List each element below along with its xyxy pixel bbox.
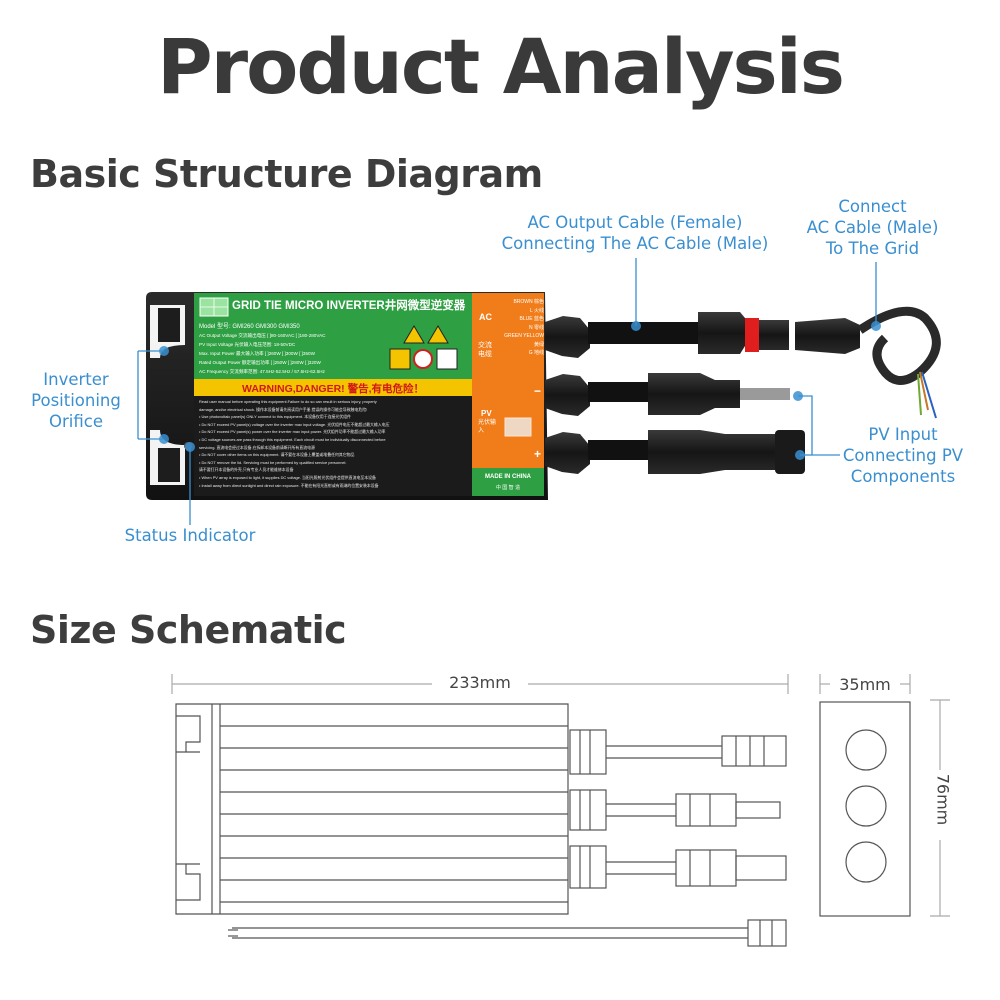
pv-tag: PV	[481, 409, 492, 418]
connect-grid-callout-line: Connect	[838, 197, 907, 216]
warning-line: • When PV array is exposed to light, it …	[199, 474, 376, 480]
spec-line: AC Output Voltage 交流输出电压 [ ]80-160VAC [ …	[199, 333, 326, 338]
ac-output-callout-line: Connecting The AC Cable (Male)	[501, 234, 769, 253]
plus-sign: +	[534, 447, 542, 461]
connect-grid-callout-line: AC Cable (Male)	[806, 218, 939, 237]
page-title: Product Analysis	[156, 22, 845, 111]
made-in-china: MADE IN CHINA	[485, 474, 531, 480]
positioning-callout-line: Inverter	[43, 370, 109, 389]
ac-tag-cn: 交流电缆	[478, 342, 492, 358]
wire-legend-line: L 火线	[530, 307, 544, 314]
warning-line: Read user manual before operating this e…	[199, 399, 377, 404]
wire-legend-line: BROWN 棕色	[513, 299, 544, 305]
warning-line: damage, and/or electrical shock. 操作本设备前请…	[199, 406, 368, 412]
ac-output-callout: AC Output Cable (Female) Connecting The …	[470, 212, 800, 254]
grid-ac-connector	[795, 318, 860, 354]
size-section-title: Size Schematic	[30, 608, 347, 652]
pv-input-callout-line: Connecting PV	[842, 446, 964, 465]
wire-legend-line: GREEN YELLOW 黄绿	[504, 333, 544, 348]
model-option: GMI350	[278, 324, 300, 330]
wire-legend-line: BLUE 蓝色	[519, 316, 544, 322]
connect-grid-callout: Connect AC Cable (Male) To The Grid	[790, 196, 955, 259]
label-specs: AC Output Voltage 交流输出电压 [ ]80-160VAC [ …	[199, 331, 325, 376]
pv-input-callout-line: PV Input	[868, 425, 938, 444]
ac-output-callout-line: AC Output Cable (Female)	[527, 213, 743, 232]
connect-grid-callout-line: To The Grid	[825, 239, 920, 258]
label-brand: GRID TIE MICRO INVERTER井网微型逆变器	[232, 300, 466, 312]
wire-legend-line: G 地线	[528, 350, 544, 356]
minus-sign: −	[534, 384, 542, 398]
warning-text: Read user manual before operating this e…	[199, 398, 469, 489]
spec-line: Rated Output Power 额定输出功率 [ ]250W [ ]280…	[199, 360, 321, 365]
label-models: Model 型号: GMI260 GMI300 GMI350	[199, 321, 300, 330]
warning-line: • Do NOT cover other items on this equip…	[199, 452, 355, 458]
wire-legend-line: N 零线	[528, 324, 544, 331]
model-option: GMI260	[232, 324, 254, 330]
spec-line: PV Input Voltage 光伏输入电压范围: 18-50VDC	[199, 342, 296, 347]
size-schematic	[171, 674, 950, 947]
structure-section-title: Basic Structure Diagram	[30, 152, 543, 196]
warning-line: • Do NOT exceed PV panel(s) power over t…	[199, 429, 386, 435]
positioning-orifice-callout: Inverter Positioning Orifice	[14, 369, 138, 432]
positioning-callout-line: Orifice	[49, 412, 103, 431]
warning-line: servicing. 直流电会经过本设备,在拆卸本设备前请断开所有直流电源	[199, 444, 315, 450]
pv-tag-cn: 光伏输入	[478, 420, 497, 434]
pv-input-callout-line: Components	[850, 467, 956, 486]
status-indicator-callout: Status Indicator	[124, 526, 256, 545]
warning-banner: WARNING,DANGER! 警告,有电危险！	[242, 383, 424, 395]
positioning-callout-line: Positioning	[31, 391, 121, 410]
callout-dots	[159, 321, 881, 460]
ac-output-cable	[545, 306, 941, 419]
pv-positive-connector	[545, 430, 805, 474]
spec-line: AC Frequency 交流频率范围: 47.5Hz-52.5Hz / 57.…	[199, 369, 325, 374]
model-option: GMI300	[255, 324, 277, 330]
made-in-china-cn: 中 国 智 造	[495, 485, 521, 491]
warning-line: • Use photovoltaic panel(s) ONLY connect…	[199, 414, 351, 420]
ac-tag: AC	[479, 312, 492, 322]
warning-line: • Do NOT exceed PV panel(s) voltage over…	[199, 421, 390, 427]
pv-input-callout: PV Input Connecting PV Components	[828, 424, 978, 487]
spec-line: Max. Input Power 最大输入功率 [ ]260W [ ]300W …	[199, 351, 315, 356]
product-label	[194, 293, 544, 496]
model-prefix: Model 型号:	[199, 324, 231, 330]
length-dimension: 233mm	[430, 673, 530, 692]
callout-leaders	[137, 258, 877, 525]
wire-legend: BROWN 棕色 L 火线 BLUE 蓝色 N 零线 GREEN YELLOW …	[500, 298, 544, 358]
warning-line: 请不要打开本设备的外壳,只有专业人员才能维修本设备	[199, 467, 294, 473]
warning-line: • Do NOT remove the lid. Servicing must …	[199, 459, 347, 465]
pv-negative-connector	[545, 373, 790, 416]
warning-line: • DC voltage sources are pass through th…	[199, 436, 386, 442]
width-dimension: 35mm	[820, 675, 910, 694]
warning-line: • Install away from direct sunlight and …	[199, 482, 379, 488]
